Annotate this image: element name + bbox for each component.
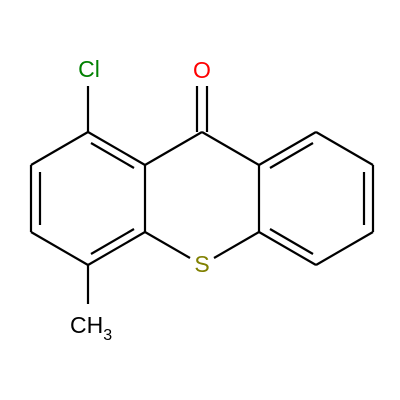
double-bond-inner: [90, 228, 135, 255]
sulfur-label: S: [194, 251, 209, 277]
bond: [87, 231, 146, 266]
bond: [30, 231, 89, 266]
bond: [144, 131, 203, 166]
bond: [315, 231, 374, 266]
chlorine-label: Cl: [78, 56, 100, 82]
double-bond-inner: [269, 228, 314, 255]
bond: [87, 131, 146, 166]
bond: [201, 131, 260, 166]
central-ring: [144, 131, 260, 259]
left-ring: [29, 131, 147, 266]
bond: [213, 231, 260, 259]
bond: [30, 131, 89, 166]
carbonyl-bond: [195, 86, 209, 132]
bond: [258, 131, 317, 166]
right-ring: [257, 131, 375, 266]
oxygen-label: O: [193, 57, 211, 83]
double-bond-inner: [269, 142, 314, 169]
bond: [258, 231, 317, 266]
methyl-label: CH3: [70, 312, 112, 344]
bond: [144, 231, 191, 259]
bond: [315, 131, 374, 166]
double-bond-inner: [90, 142, 135, 169]
methyl-subscript: 3: [103, 327, 112, 344]
methyl-main: CH: [70, 312, 103, 338]
